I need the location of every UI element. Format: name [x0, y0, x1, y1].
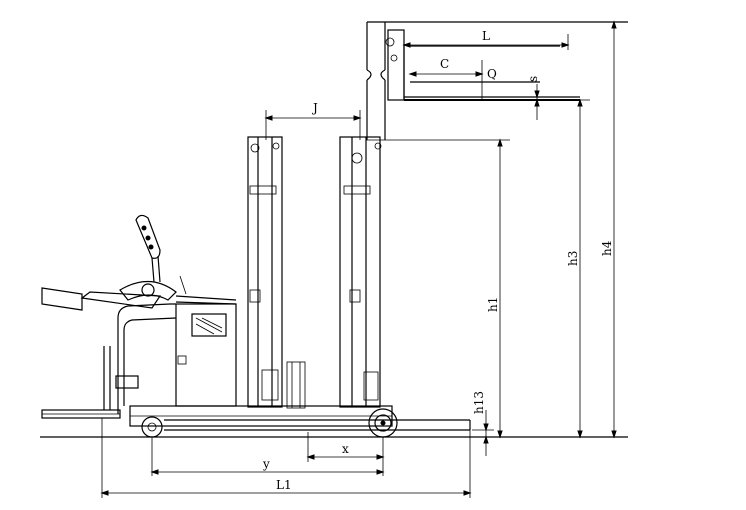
- dim-h13: [472, 410, 494, 456]
- mast-left: [247, 136, 283, 408]
- label-h4: h4: [600, 240, 614, 256]
- load-wheel: [368, 408, 398, 438]
- label-h13: h13: [472, 391, 486, 414]
- dim-L1: [100, 418, 472, 498]
- dim-L: [402, 34, 570, 50]
- label-y: y: [262, 457, 270, 471]
- dim-s: [530, 84, 548, 120]
- label-J: J: [311, 101, 318, 115]
- battery-housing: [175, 303, 237, 407]
- tiller-handle: [135, 214, 161, 283]
- dim-C: [408, 60, 484, 100]
- label-C: C: [440, 57, 449, 71]
- raised-mast-top: [366, 21, 628, 140]
- dim-x: [306, 432, 385, 476]
- raised-fork: [403, 44, 580, 101]
- dim-J: [264, 110, 362, 140]
- platform: [41, 409, 121, 419]
- steering-head: [119, 275, 237, 305]
- label-x: x: [342, 442, 349, 456]
- operator-guard: [103, 303, 177, 414]
- label-s: s: [526, 76, 540, 82]
- drive-wheel: [141, 416, 163, 438]
- label-L: L: [482, 29, 490, 43]
- chassis-frame: [129, 405, 471, 431]
- lift-chain: [286, 361, 306, 409]
- dim-h1: [366, 138, 510, 439]
- dim-h3: [570, 98, 590, 439]
- dim-h4: [611, 20, 617, 439]
- label-h3: h3: [566, 251, 580, 266]
- label-Q: Q: [487, 67, 497, 81]
- mast-right: [339, 136, 382, 408]
- label-L1: L1: [276, 478, 292, 492]
- dim-y: [150, 437, 385, 476]
- label-h1: h1: [486, 297, 500, 312]
